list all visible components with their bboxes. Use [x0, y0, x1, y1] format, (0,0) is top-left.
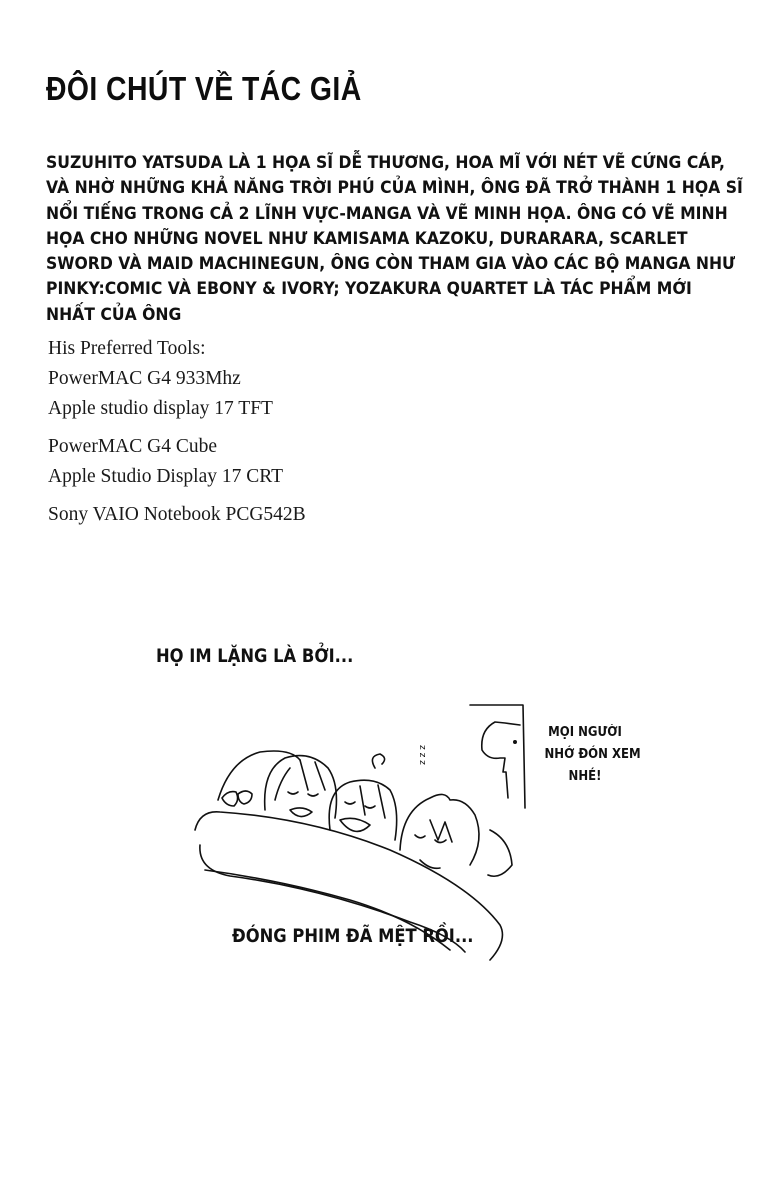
- speech-line: NHÉ!: [568, 769, 602, 784]
- tool-item: Apple studio display 17 TFT: [48, 398, 273, 419]
- speech-line: MỌI NGƯỜI: [548, 725, 622, 740]
- page-title: ĐÔI CHÚT VỀ TÁC GIẢ: [46, 70, 362, 107]
- preferred-tools: His Preferred Tools: PowerMAC G4 933Mhz …: [48, 334, 306, 530]
- bio-line: NỔI TIẾNG TRONG CẢ 2 LĨNH VỰC-MANGA VÀ V…: [46, 203, 728, 224]
- sleep-sound-text: z z z: [417, 745, 427, 765]
- tools-label: His Preferred Tools:: [48, 338, 206, 359]
- speech-bubble: MỌI NGƯỜI NHỚ ĐÓN XEM NHÉ!: [544, 722, 641, 788]
- sleeping-characters-illustration: z z z: [194, 704, 526, 961]
- comic-caption-bottom: ĐÓNG PHIM ĐÃ MỆT RỒI...: [232, 925, 474, 947]
- bio-line: NHẤT CỦA ÔNG: [46, 304, 182, 325]
- bio-line: HỌA CHO NHỮNG NOVEL NHƯ KAMISAMA KAZOKU,…: [46, 228, 688, 249]
- bio-line: PINKY:COMIC VÀ EBONY & IVORY; YOZAKURA Q…: [46, 279, 692, 300]
- tool-item: PowerMAC G4 Cube: [48, 436, 217, 457]
- bio-line: VÀ NHỜ NHỮNG KHẢ NĂNG TRỜI PHÚ CỦA MÌNH,…: [46, 178, 743, 199]
- bio-line: SWORD VÀ MAID MACHINEGUN, ÔNG CÒN THAM G…: [46, 254, 736, 275]
- tool-item: Apple Studio Display 17 CRT: [48, 466, 283, 487]
- comic-caption-top: HỌ IM LẶNG LÀ BỞI...: [156, 645, 354, 667]
- bio-line: SUZUHITO YATSUDA LÀ 1 HỌA SĨ DỄ THƯƠNG, …: [46, 153, 725, 173]
- tool-item: Sony VAIO Notebook PCG542B: [48, 504, 306, 525]
- speech-line: NHỚ ĐÓN XEM: [544, 747, 641, 762]
- tool-item: PowerMAC G4 933Mhz: [48, 368, 241, 389]
- author-bio: SUZUHITO YATSUDA LÀ 1 HỌA SĨ DỄ THƯƠNG, …: [46, 151, 743, 328]
